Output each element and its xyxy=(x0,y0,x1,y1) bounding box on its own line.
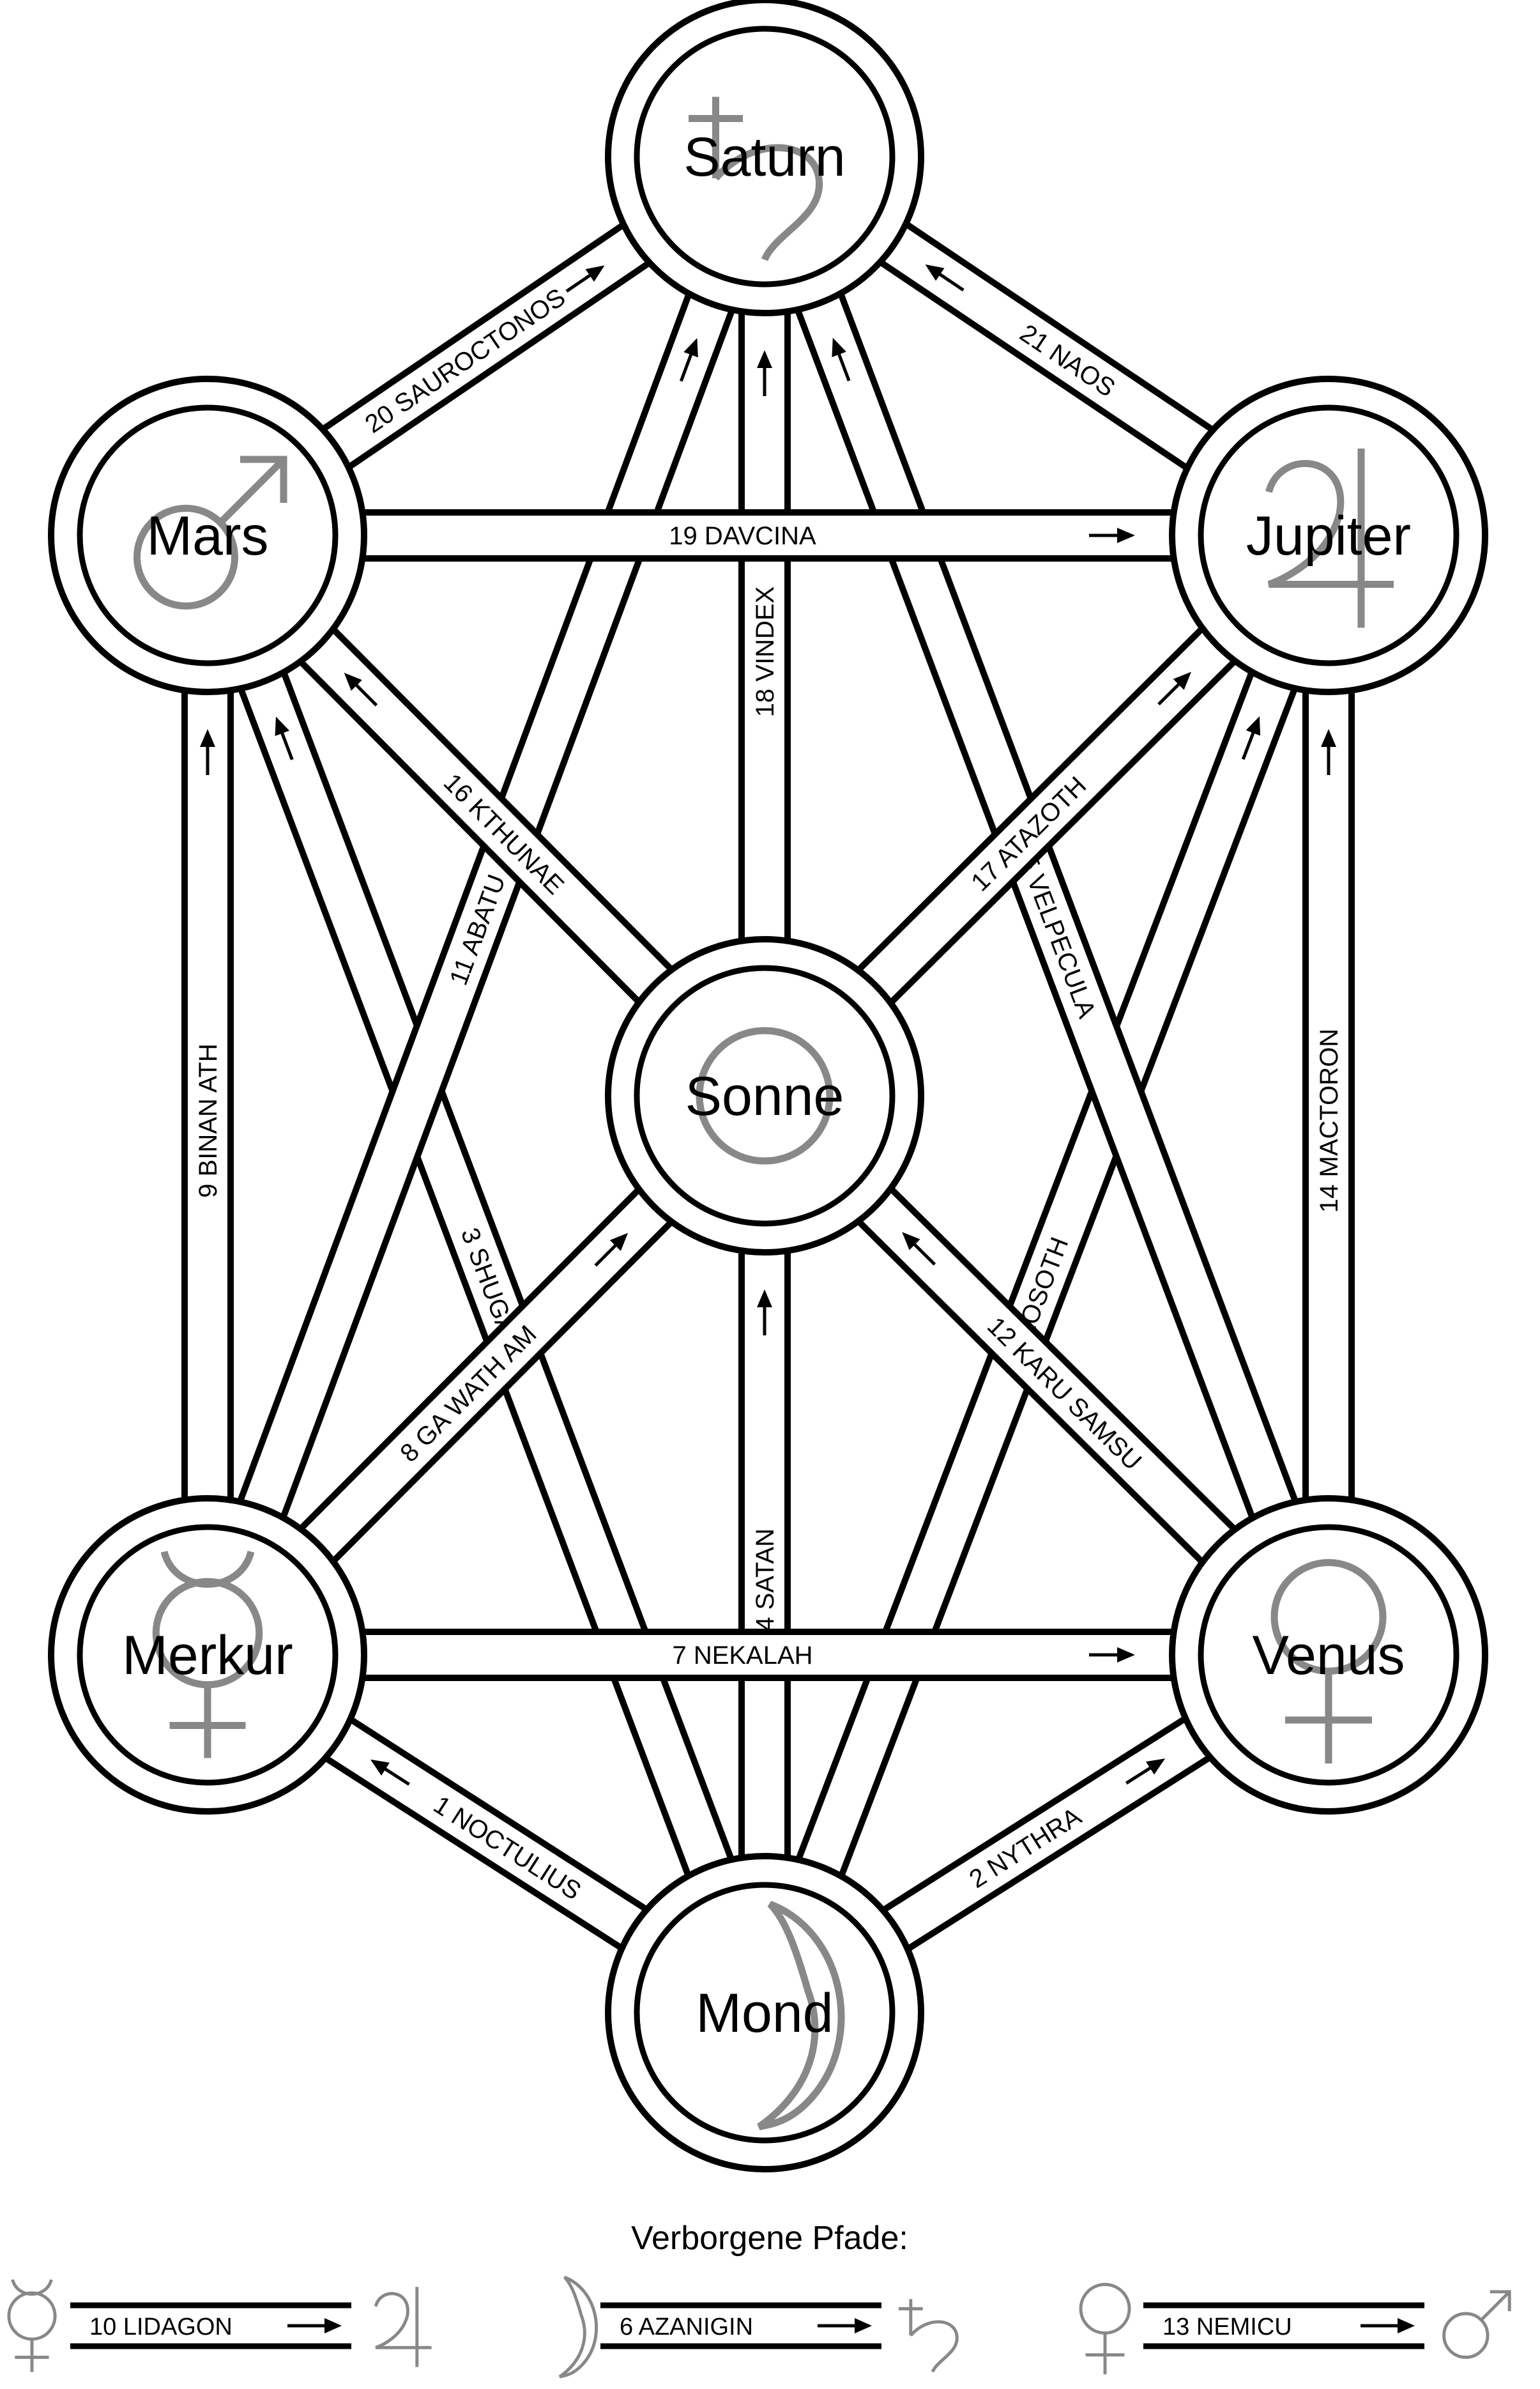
legend-title: Verborgene Pfade: xyxy=(631,2220,908,2257)
planet-inner-ring xyxy=(634,26,896,288)
mars-icon xyxy=(133,456,287,610)
sun-icon xyxy=(696,1027,834,1165)
planet-sonne: Sonne xyxy=(605,936,924,1256)
path-7: 7 NEKALAH xyxy=(204,1629,1332,1681)
saturn-icon xyxy=(898,2299,959,2373)
direction-arrow-icon xyxy=(200,729,215,775)
venus-icon xyxy=(1079,2282,1131,2375)
planet-merkur: Merkur xyxy=(48,1495,367,1815)
legend-item: 10 LIDAGON xyxy=(7,2278,432,2372)
path-band xyxy=(204,509,1332,562)
direction-arrow-icon xyxy=(757,350,772,396)
direction-arrow-icon xyxy=(565,265,605,293)
direction-arrow-icon xyxy=(1089,528,1135,543)
direction-arrow-icon xyxy=(1361,2318,1415,2333)
path-14: 14 MACTORON xyxy=(1302,532,1355,1658)
planet-name: Mars xyxy=(146,505,268,567)
legend-item: 13 NEMICU xyxy=(1079,2282,1511,2375)
jupiter-icon xyxy=(1265,448,1394,628)
planet-inner-ring xyxy=(1198,1524,1460,1786)
planet-name: Venus xyxy=(1252,1625,1405,1686)
path-label: 20 SAUROCTONOS xyxy=(360,283,570,438)
direction-arrow-icon xyxy=(1241,716,1261,760)
planet-inner-ring xyxy=(634,965,896,1227)
planet-name: Saturn xyxy=(683,127,845,188)
mars-icon xyxy=(1442,2290,1511,2359)
path-label: 4 SATAN xyxy=(751,1528,779,1631)
venus-icon xyxy=(1270,1558,1387,1764)
direction-arrow-icon xyxy=(832,337,851,381)
direction-arrow-icon xyxy=(1321,729,1336,775)
legend-item: 6 AZANIGIN xyxy=(558,2275,959,2379)
planet-saturn: Saturn xyxy=(605,0,924,316)
direction-arrow-icon xyxy=(287,2318,342,2333)
planet-mond: Mond xyxy=(605,1853,924,2172)
direction-arrow-icon xyxy=(902,1232,936,1266)
planet-mars: Mars xyxy=(48,376,367,695)
direction-arrow-icon xyxy=(344,672,378,707)
path-label: 9 BINAN ATH xyxy=(194,1043,222,1198)
path-label: 18 VINDEX xyxy=(751,587,779,718)
legend-label: 6 AZANIGIN xyxy=(620,2314,753,2340)
legend-label: 13 NEMICU xyxy=(1163,2314,1292,2340)
mercury-icon xyxy=(152,1550,263,1758)
planet-venus: Venus xyxy=(1169,1495,1488,1815)
direction-arrow-icon xyxy=(925,264,964,292)
saturn-icon xyxy=(688,96,823,261)
path-label: 7 NEKALAH xyxy=(672,1641,812,1670)
direction-arrow-icon xyxy=(370,1759,410,1786)
direction-arrow-icon xyxy=(1125,1758,1166,1785)
moon-icon xyxy=(757,1900,845,2130)
legend-label: 10 LIDAGON xyxy=(89,2314,233,2340)
planet-name: Jupiter xyxy=(1246,505,1411,567)
planet-jupiter: Jupiter xyxy=(1169,376,1488,695)
path-label: 1 NOCTULIUS xyxy=(429,1790,586,1905)
direction-arrow-icon xyxy=(275,716,294,760)
path-label: 19 DAVCINA xyxy=(669,522,816,550)
planet-name: Sonne xyxy=(685,1066,844,1127)
direction-arrow-icon xyxy=(594,1233,629,1267)
jupiter-icon xyxy=(374,2287,432,2367)
direction-arrow-icon xyxy=(818,2318,872,2333)
planet-inner-ring xyxy=(77,1524,339,1786)
path-label: 14 MACTORON xyxy=(1315,1029,1343,1213)
direction-arrow-icon xyxy=(757,1289,772,1335)
legend: Verborgene Pfade: 10 LIDAGON 6 AZANIGIN 13… xyxy=(7,2220,1511,2379)
planet-name: Merkur xyxy=(122,1625,293,1686)
planet-name: Mond xyxy=(696,1983,833,2044)
direction-arrow-icon xyxy=(1089,1647,1135,1663)
direction-arrow-icon xyxy=(1157,672,1192,706)
mercury-icon xyxy=(7,2278,57,2372)
moon-icon xyxy=(558,2275,598,2379)
direction-arrow-icon xyxy=(679,338,698,382)
path-9: 9 BINAN ATH xyxy=(181,532,234,1658)
path-19: 19 DAVCINA xyxy=(204,509,1332,562)
